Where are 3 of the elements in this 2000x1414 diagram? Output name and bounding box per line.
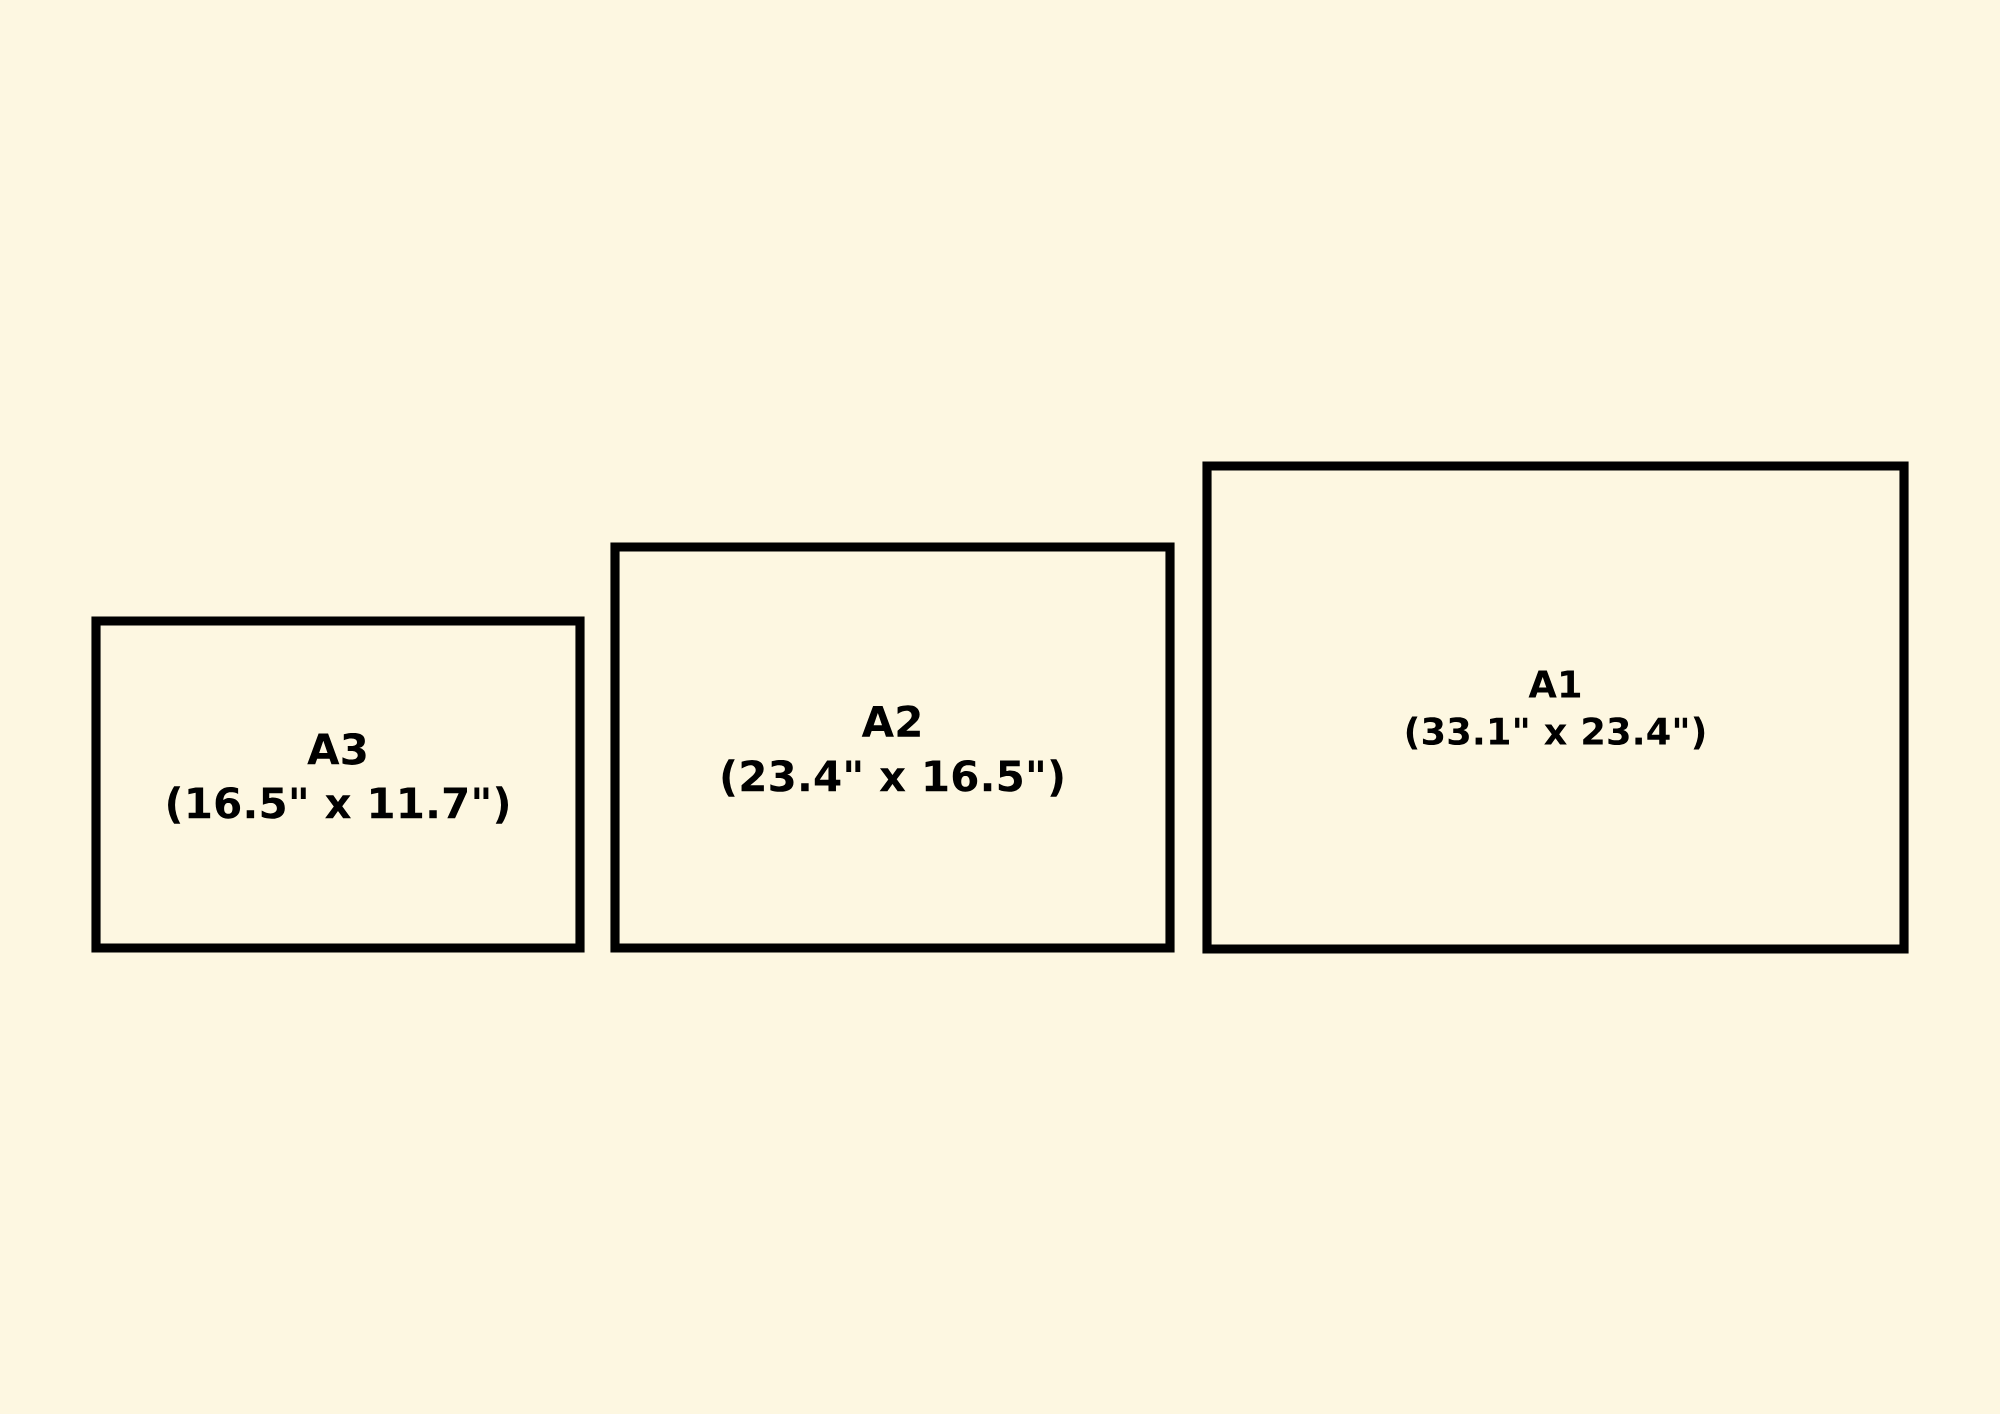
paper-size-box: A2 (23.4" x 16.5") [610,542,1175,953]
paper-size-box: A1 (33.1" x 23.4") [1202,461,1909,954]
paper-size-box: A3 (16.5" x 11.7") [91,616,585,953]
